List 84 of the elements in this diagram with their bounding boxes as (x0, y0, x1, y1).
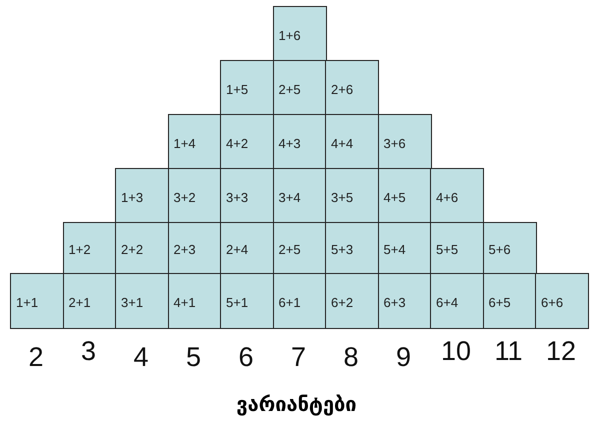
sum-text: 3+2 (174, 190, 196, 205)
sum-cell (325, 222, 379, 274)
sum-text: 4+5 (384, 190, 406, 205)
sum-text: 5+5 (436, 242, 458, 258)
sum-text: 6+4 (436, 294, 458, 310)
sum-text: 6+3 (384, 294, 406, 310)
sum-text: 4+3 (278, 136, 301, 151)
sum-text: 4+6 (436, 190, 458, 205)
sum-cell (482, 273, 536, 328)
sum-cell (272, 114, 326, 170)
sum-cell (168, 168, 222, 224)
sum-value-label: 8 (342, 342, 360, 373)
sum-value-label: 4 (132, 342, 150, 373)
sum-cell (115, 273, 169, 328)
sum-cell (482, 222, 536, 274)
sum-value-label: 7 (290, 342, 308, 373)
sum-value-label: 11 (493, 336, 524, 367)
sum-cell (430, 168, 484, 224)
sum-text: 2+5 (278, 82, 301, 97)
sum-value-label: 3 (80, 336, 98, 367)
sum-cell (62, 222, 116, 274)
sum-cell (272, 222, 326, 274)
sum-text: 2+6 (331, 82, 354, 97)
sum-cell (115, 222, 169, 274)
sum-cell (168, 222, 222, 274)
sum-text: 6+6 (541, 294, 564, 310)
sum-text: 1+6 (278, 28, 301, 43)
sum-text: 1+4 (174, 136, 196, 151)
sum-cell (378, 168, 432, 224)
sum-cell (325, 60, 379, 116)
sum-text: 3+6 (384, 136, 406, 151)
sum-text: 3+5 (331, 190, 354, 205)
sum-text: 6+2 (331, 294, 354, 310)
sum-text: 4+4 (331, 136, 354, 151)
sum-cell (220, 60, 274, 116)
sum-text: 5+1 (226, 294, 248, 310)
sum-cell (10, 273, 64, 328)
sum-text: 3+4 (278, 190, 301, 205)
caption: ვარიანტები (235, 392, 358, 416)
sum-cell (378, 222, 432, 274)
sum-cell (220, 168, 274, 224)
sum-cell (168, 273, 222, 328)
sum-text: 1+2 (68, 242, 91, 258)
sum-text: 5+3 (331, 242, 354, 258)
sum-cell (378, 273, 432, 328)
sum-cell (325, 114, 379, 170)
sum-text: 2+1 (68, 294, 91, 310)
sum-cell (168, 114, 222, 170)
sum-text: 2+5 (278, 242, 301, 258)
sum-text: 6+1 (278, 294, 301, 310)
sum-text: 1+1 (16, 294, 38, 310)
sum-cell (535, 273, 589, 328)
sum-text: 5+6 (488, 242, 511, 258)
sum-value-label: 9 (394, 342, 412, 373)
sum-cell (430, 273, 484, 328)
sum-cell (325, 168, 379, 224)
sum-cell (272, 168, 326, 224)
sum-text: 4+2 (226, 136, 248, 151)
sum-text: 2+4 (226, 242, 248, 258)
sum-cell (272, 273, 326, 328)
sum-text: 4+1 (174, 294, 196, 310)
sum-value-label: 6 (237, 342, 255, 373)
sum-value-label: 12 (544, 336, 578, 367)
sum-cell (220, 273, 274, 328)
sum-value-label: 10 (440, 336, 472, 367)
sum-cell (325, 273, 379, 328)
sum-text: 2+3 (174, 242, 196, 258)
sum-text: 1+5 (226, 82, 248, 97)
sum-value-label: 5 (184, 342, 202, 373)
sum-text: 2+2 (121, 242, 144, 258)
sum-text: 3+3 (226, 190, 248, 205)
sum-text: 6+5 (488, 294, 511, 310)
sum-text: 3+1 (121, 294, 144, 310)
sum-text: 5+4 (384, 242, 406, 258)
sum-cell (62, 273, 116, 328)
sum-cell (272, 6, 326, 62)
sum-cell (115, 168, 169, 224)
sum-cell (220, 222, 274, 274)
sum-cell (378, 114, 432, 170)
sum-cell (430, 222, 484, 274)
sum-cell (272, 60, 326, 116)
sum-cell (220, 114, 274, 170)
sum-value-label: 2 (27, 342, 45, 373)
sum-text: 1+3 (121, 190, 144, 205)
